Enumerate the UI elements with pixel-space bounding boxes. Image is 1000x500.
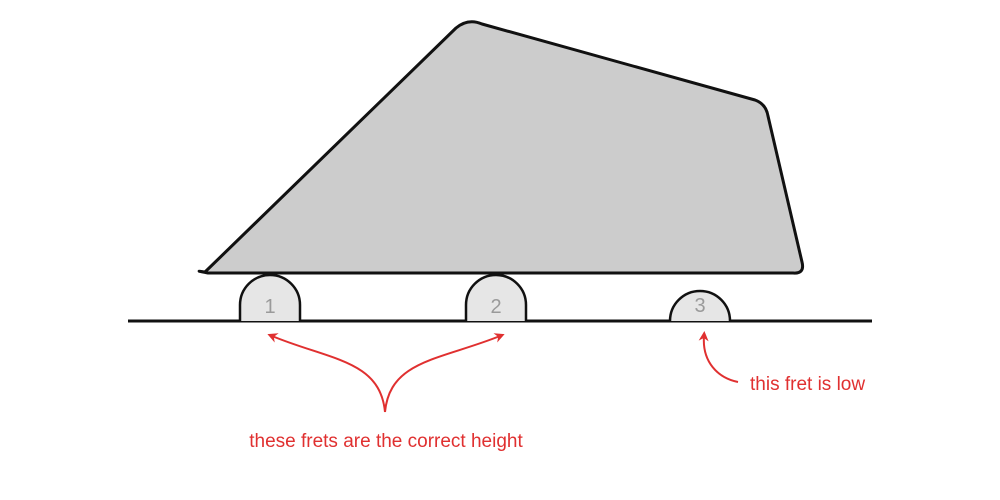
fret-crown xyxy=(668,289,732,322)
fret-number: 3 xyxy=(694,295,705,317)
fret-crown xyxy=(238,273,302,321)
fret-crown xyxy=(464,273,528,321)
fret-number: 1 xyxy=(264,296,275,318)
fret-1: 1 xyxy=(238,273,302,321)
arrow-to-fret-1 xyxy=(267,333,386,413)
fret-2: 2 xyxy=(464,273,528,321)
correct-height-label: these frets are the correct height xyxy=(249,431,523,452)
fret-3: 3 xyxy=(668,289,732,322)
low-fret-label: this fret is low xyxy=(750,374,865,395)
arrow-to-fret-2 xyxy=(384,333,505,413)
straightedge xyxy=(197,20,805,275)
arrow-to-fret-3 xyxy=(698,331,739,383)
fret-number: 2 xyxy=(490,296,501,318)
